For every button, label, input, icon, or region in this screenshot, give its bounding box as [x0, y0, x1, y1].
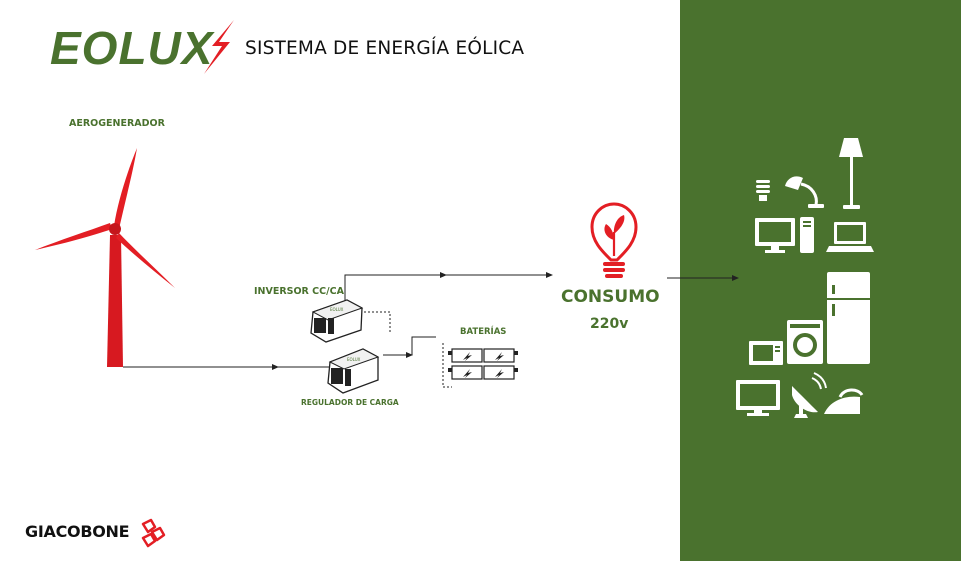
floor-lamp-icon — [839, 138, 863, 209]
pc-tower-icon — [800, 217, 814, 253]
company-name: GIACOBONE — [25, 522, 130, 541]
appliances-group — [736, 138, 874, 418]
label-regulador: REGULADOR DE CARGA — [301, 398, 399, 407]
cfl-bulb-icon — [756, 180, 770, 201]
iron-icon — [824, 388, 864, 414]
wind-turbine-icon — [35, 148, 175, 367]
label-inversor: INVERSOR CC/CA — [254, 286, 344, 297]
eco-bulb-icon — [590, 202, 638, 278]
label-aerogenerador: AEROGENERADOR — [69, 118, 165, 129]
consumption-panel — [680, 0, 961, 561]
monitor-icon — [755, 218, 795, 253]
inverter-device-icon: EOLUX — [310, 299, 364, 343]
washing-machine-icon — [787, 320, 823, 364]
fridge-icon — [827, 272, 870, 364]
label-baterias: BATERÍAS — [460, 327, 507, 337]
label-voltage: 220v — [590, 316, 629, 332]
microwave-icon — [749, 341, 783, 365]
tv-icon — [736, 380, 780, 416]
charge-regulator-icon: EOLUX — [327, 348, 380, 394]
satellite-dish-icon — [792, 372, 827, 418]
device-logo: EOLUX — [347, 357, 361, 362]
battery-bank-icon — [448, 348, 518, 380]
giacobone-logo-icon — [141, 518, 166, 548]
device-logo: EOLUX — [330, 307, 344, 312]
connection-lines — [123, 272, 739, 388]
label-consumo: CONSUMO — [561, 287, 660, 307]
brand-wordmark: EOLUX — [50, 22, 214, 74]
desk-lamp-icon — [785, 176, 824, 208]
laptop-icon — [826, 222, 874, 252]
page-title: SISTEMA DE ENERGÍA EÓLICA — [245, 38, 525, 59]
